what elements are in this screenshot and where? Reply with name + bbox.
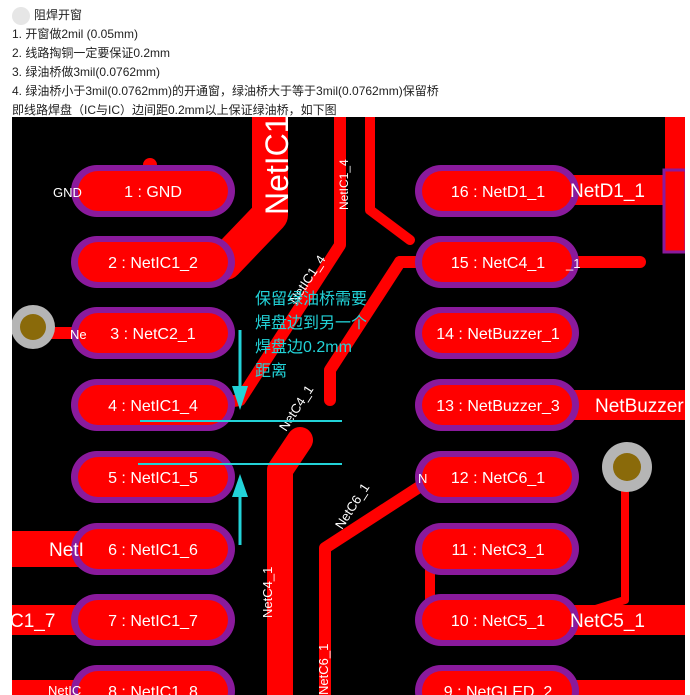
left-pad-5: 5 : NetIC1_5 — [71, 451, 235, 503]
left-pad-1: 1 : GND — [71, 165, 235, 217]
note-line-1: 1. 开窗做2mil (0.05mm) — [12, 27, 139, 41]
right-pad-16: 16 : NetD1_1 — [415, 165, 579, 217]
right-pad-label-12: 12 : NetC6_1 — [451, 470, 545, 487]
left-pad-label-3: 3 : NetC2_1 — [110, 326, 195, 343]
note-line-4: 4. 绿油桥小于3mil(0.0762mm)的开通窗，绿油桥大于等于3mil(0… — [12, 84, 439, 98]
right-pad-label-13: 13 : NetBuzzer_3 — [436, 398, 560, 415]
net-label-netbuzzer: NetBuzzer — [595, 396, 684, 417]
left-pad-label-7: 7 : NetIC1_7 — [108, 613, 198, 630]
arrow-up-icon — [232, 474, 248, 497]
notes-title-row: 阻焊开窗 — [12, 6, 439, 25]
net-label-c1-7-left: C1_7 — [10, 611, 55, 632]
left-pad-4: 4 : NetIC1_4 — [71, 379, 235, 431]
notes-title: 阻焊开窗 — [34, 8, 83, 22]
net-label-netic1-top: NetIC1_ — [259, 96, 295, 215]
net-label-netic1-4-vert: NetIC1_4 — [337, 159, 351, 210]
left-pad-label-2: 2 : NetIC1_2 — [108, 255, 198, 272]
net-label-netd1-1: NetD1_1 — [570, 181, 645, 202]
left-pad-label-6: 6 : NetIC1_6 — [108, 542, 198, 559]
net-label-netc4-1-vert: NetC4_1 — [260, 567, 275, 618]
net-label-netc6-1-vert: NetC6_1 — [316, 644, 331, 695]
right-pad-label-15: 15 : NetC4_1 — [451, 255, 545, 272]
right-pad-12: 12 : NetC6_1 — [415, 451, 579, 503]
notes-header: 阻焊开窗 1. 开窗做2mil (0.05mm) 2. 线路掏铜一定要保证0.2… — [12, 6, 439, 120]
net-label-n-right: N — [418, 471, 427, 486]
note-line-2: 2. 线路掏铜一定要保证0.2mm — [12, 46, 171, 60]
right-pad-label-11: 11 : NetC3_1 — [451, 542, 544, 559]
left-pad-3: 3 : NetC2_1 — [71, 307, 235, 359]
left-pad-2: 2 : NetIC1_2 — [71, 236, 235, 288]
via-right — [602, 442, 652, 492]
right-pad-13: 13 : NetBuzzer_3 — [415, 379, 579, 431]
left-pad-label-8: 8 : NetIC1_8 — [108, 684, 198, 695]
edge-mask — [662, 168, 685, 254]
note-line-3: 3. 绿油桥做3mil(0.0762mm) — [12, 65, 161, 79]
via-left — [12, 305, 55, 349]
clearance-annotation: 保留绿油桥需要 焊盘边到另一个 焊盘边0.2mm 距离 — [138, 290, 367, 545]
net-label-netl-left: NetI — [49, 540, 84, 561]
net-label-netc4-right: _1 — [565, 256, 580, 271]
right-pad-10: 10 : NetC5_1 — [415, 594, 579, 646]
net-label-gnd: GND — [53, 185, 82, 200]
left-pad-label-1: 1 : GND — [124, 184, 182, 201]
annotation-line-1: 保留绿油桥需要 — [255, 290, 367, 308]
net-label-netic-bottom: NetIC — [48, 683, 81, 695]
net-label-netc5-1: NetC5_1 — [570, 611, 645, 632]
left-pad-label-4: 4 : NetIC1_4 — [108, 398, 198, 415]
annotation-line-2: 焊盘边到另一个 — [255, 313, 367, 332]
right-pad-9: 9 : NetGLED_2 — [415, 665, 579, 695]
left-pad-8: 8 : NetIC1_8 — [71, 665, 235, 695]
right-pad-label-16: 16 : NetD1_1 — [451, 184, 545, 201]
right-pad-14: 14 : NetBuzzer_1 — [415, 307, 579, 359]
bubble-icon — [12, 6, 30, 25]
right-pad-label-9: 9 : NetGLED_2 — [444, 684, 553, 695]
net-label-ne-left: Ne — [70, 327, 87, 342]
left-pad-7: 7 : NetIC1_7 — [71, 594, 235, 646]
right-pad-15: 15 : NetC4_1 — [415, 236, 579, 288]
right-pad-label-10: 10 : NetC5_1 — [451, 613, 545, 630]
right-pad-11: 11 : NetC3_1 — [415, 523, 579, 575]
annotation-line-3: 焊盘边0.2mm — [255, 337, 352, 356]
left-pad-6: 6 : NetIC1_6 — [71, 523, 235, 575]
edge-copper — [665, 117, 685, 252]
right-pad-label-14: 14 : NetBuzzer_1 — [436, 326, 560, 343]
left-pad-label-5: 5 : NetIC1_5 — [108, 470, 198, 487]
arrow-down-icon — [232, 386, 248, 410]
note-line-5: 即线路焊盘（IC与IC）边间距0.2mm以上保证绿油桥，如下图 — [12, 103, 337, 117]
annotation-line-4: 距离 — [255, 362, 287, 380]
